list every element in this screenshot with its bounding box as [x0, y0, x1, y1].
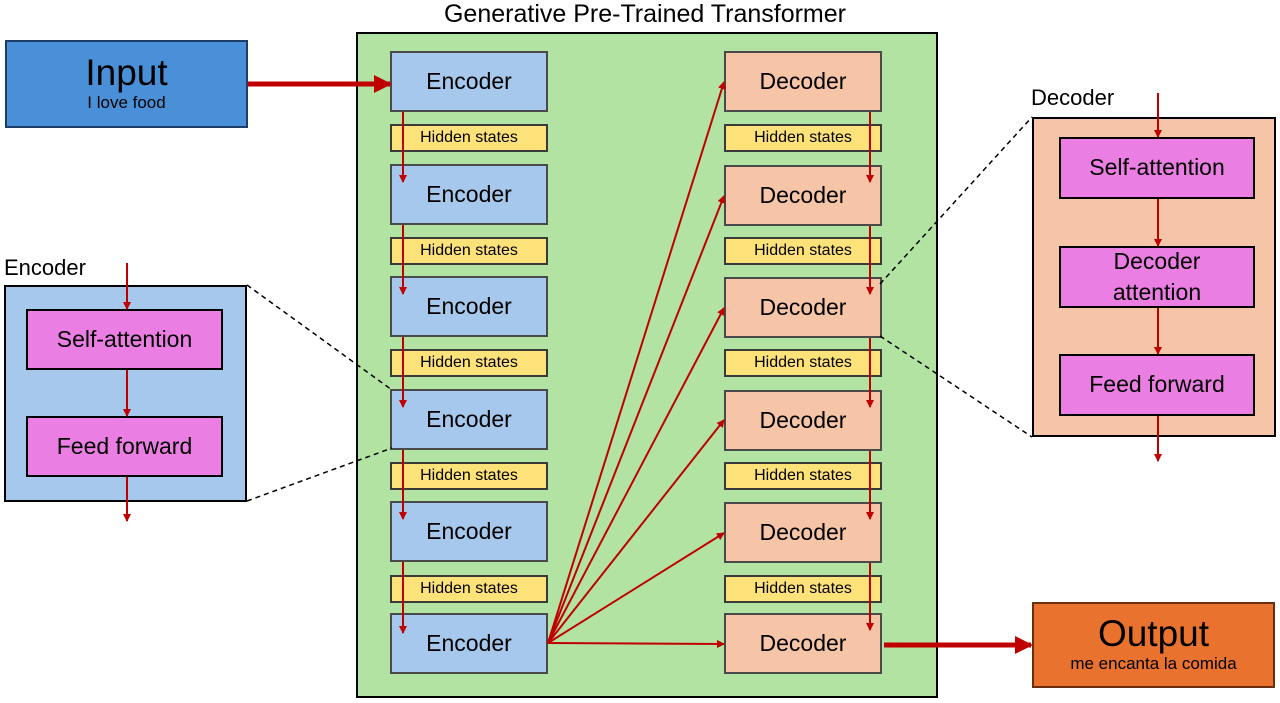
cross-arrow-5: [547, 532, 725, 644]
encoder-detail-self-attention: Self-attention: [26, 309, 223, 370]
encoder-hidden-states-2: Hidden states: [390, 237, 548, 265]
cross-arrow-6: [547, 639, 725, 648]
output-box: Output me encanta la comida: [1032, 602, 1275, 688]
encoder-block-3: Encoder: [390, 276, 548, 337]
decoder-detail-self-attention: Self-attention: [1059, 137, 1255, 199]
diagram-title: Generative Pre-Trained Transformer: [443, 0, 846, 28]
decoder-block-2: Decoder: [724, 165, 882, 226]
decoder-hidden-states-4: Hidden states: [724, 462, 882, 490]
decoder-hidden-states-3: Hidden states: [724, 349, 882, 377]
output-label: Output: [1097, 613, 1210, 655]
cross-arrow-3: [547, 307, 725, 644]
decoder-zoom-line-top: [879, 116, 1033, 285]
encoder-zoom-line-top: [246, 284, 393, 391]
input-box: Input I love food: [5, 40, 248, 128]
encoder-hidden-states-5: Hidden states: [390, 575, 548, 603]
encoder-block-4: Encoder: [390, 389, 548, 450]
input-text: I love food: [87, 93, 166, 113]
encoder-block-6: Encoder: [390, 613, 548, 674]
encoder-zoom-line-bottom: [246, 447, 393, 502]
encoder-detail-title: Encoder: [4, 255, 86, 280]
encoder-hidden-states-4: Hidden states: [390, 462, 548, 490]
cross-arrow-2: [547, 195, 726, 644]
decoder-block-4: Decoder: [724, 390, 882, 451]
decoder-block-1: Decoder: [724, 51, 882, 112]
decoder-hidden-states-5: Hidden states: [724, 575, 882, 603]
decoder-detail-feed-forward: Feed forward: [1059, 354, 1255, 416]
encoder-detail-feed-forward: Feed forward: [26, 416, 223, 477]
decoder-hidden-states-2: Hidden states: [724, 237, 882, 265]
cross-arrow-1: [547, 81, 726, 644]
input-label: Input: [85, 52, 168, 94]
decoder-zoom-line-bottom: [879, 335, 1033, 438]
cross-arrow-4: [547, 419, 725, 644]
encoder-hidden-states-3: Hidden states: [390, 349, 548, 377]
decoder-block-6: Decoder: [724, 613, 882, 674]
encoder-block-2: Encoder: [390, 164, 548, 225]
encoder-hidden-states-1: Hidden states: [390, 124, 548, 152]
decoder-block-3: Decoder: [724, 277, 882, 338]
decoder-detail-decoder-attention: Decoder attention: [1059, 246, 1255, 308]
decoder-detail-title: Decoder: [1031, 85, 1115, 110]
decoder-block-5: Decoder: [724, 502, 882, 563]
output-text: me encanta la comida: [1070, 654, 1237, 674]
encoder-block-5: Encoder: [390, 501, 548, 562]
decoder-hidden-states-1: Hidden states: [724, 124, 882, 152]
encoder-block-1: Encoder: [390, 51, 548, 112]
